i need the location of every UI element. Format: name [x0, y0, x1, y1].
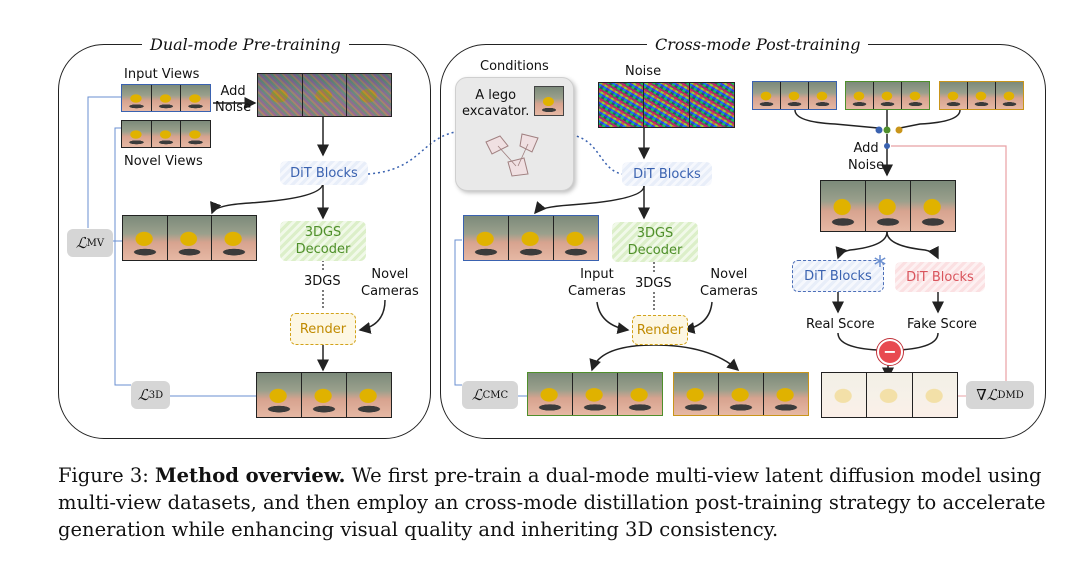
noise-images: [598, 82, 735, 128]
dmd-input-orange: [939, 81, 1024, 110]
threedgs-label-right: 3DGS: [635, 276, 672, 291]
dmd-gradient-images: [821, 372, 958, 418]
noised-render-images: [820, 180, 956, 232]
render-right: Render: [632, 315, 688, 345]
minus-icon: −: [877, 339, 903, 365]
condition-image: [534, 86, 564, 116]
dmd-input-green: [845, 81, 930, 110]
render-left: Render: [290, 313, 356, 345]
dmd-input-blue: [752, 81, 837, 110]
novel-views-label: Novel Views: [124, 154, 203, 169]
input-camera-renders: [527, 372, 663, 416]
3d-render-images: [256, 372, 392, 418]
figure-caption: Figure 3: Method overview. We first pre-…: [58, 464, 1046, 541]
novel-camera-renders: [673, 372, 809, 416]
pretraining-title: Dual-mode Pre-training: [142, 35, 349, 54]
dit-blocks-right: DiT Blocks: [622, 162, 712, 186]
dit-blocks-fake: DiT Blocks: [895, 262, 985, 292]
generated-views-images: [463, 215, 599, 261]
noisy-latents: [257, 73, 392, 117]
dit-blocks-left: DiT Blocks: [280, 161, 368, 185]
noise-label: Noise: [625, 64, 662, 79]
novel-views-images: [121, 120, 211, 148]
snowflake-icon: [874, 255, 886, 267]
posttraining-title: Cross-mode Post-training: [647, 35, 869, 54]
conditions-title: Conditions: [480, 59, 549, 74]
dit-blocks-real: DiT Blocks: [792, 260, 884, 292]
input-views-label: Input Views: [124, 67, 200, 82]
camera-pose-icons: [485, 133, 539, 177]
input-views-images: [121, 84, 211, 112]
mv-output-images: [122, 215, 257, 261]
real-score-label: Real Score: [806, 317, 875, 332]
threedgs-label-left: 3DGS: [304, 274, 341, 289]
fake-score-label: Fake Score: [907, 317, 977, 332]
